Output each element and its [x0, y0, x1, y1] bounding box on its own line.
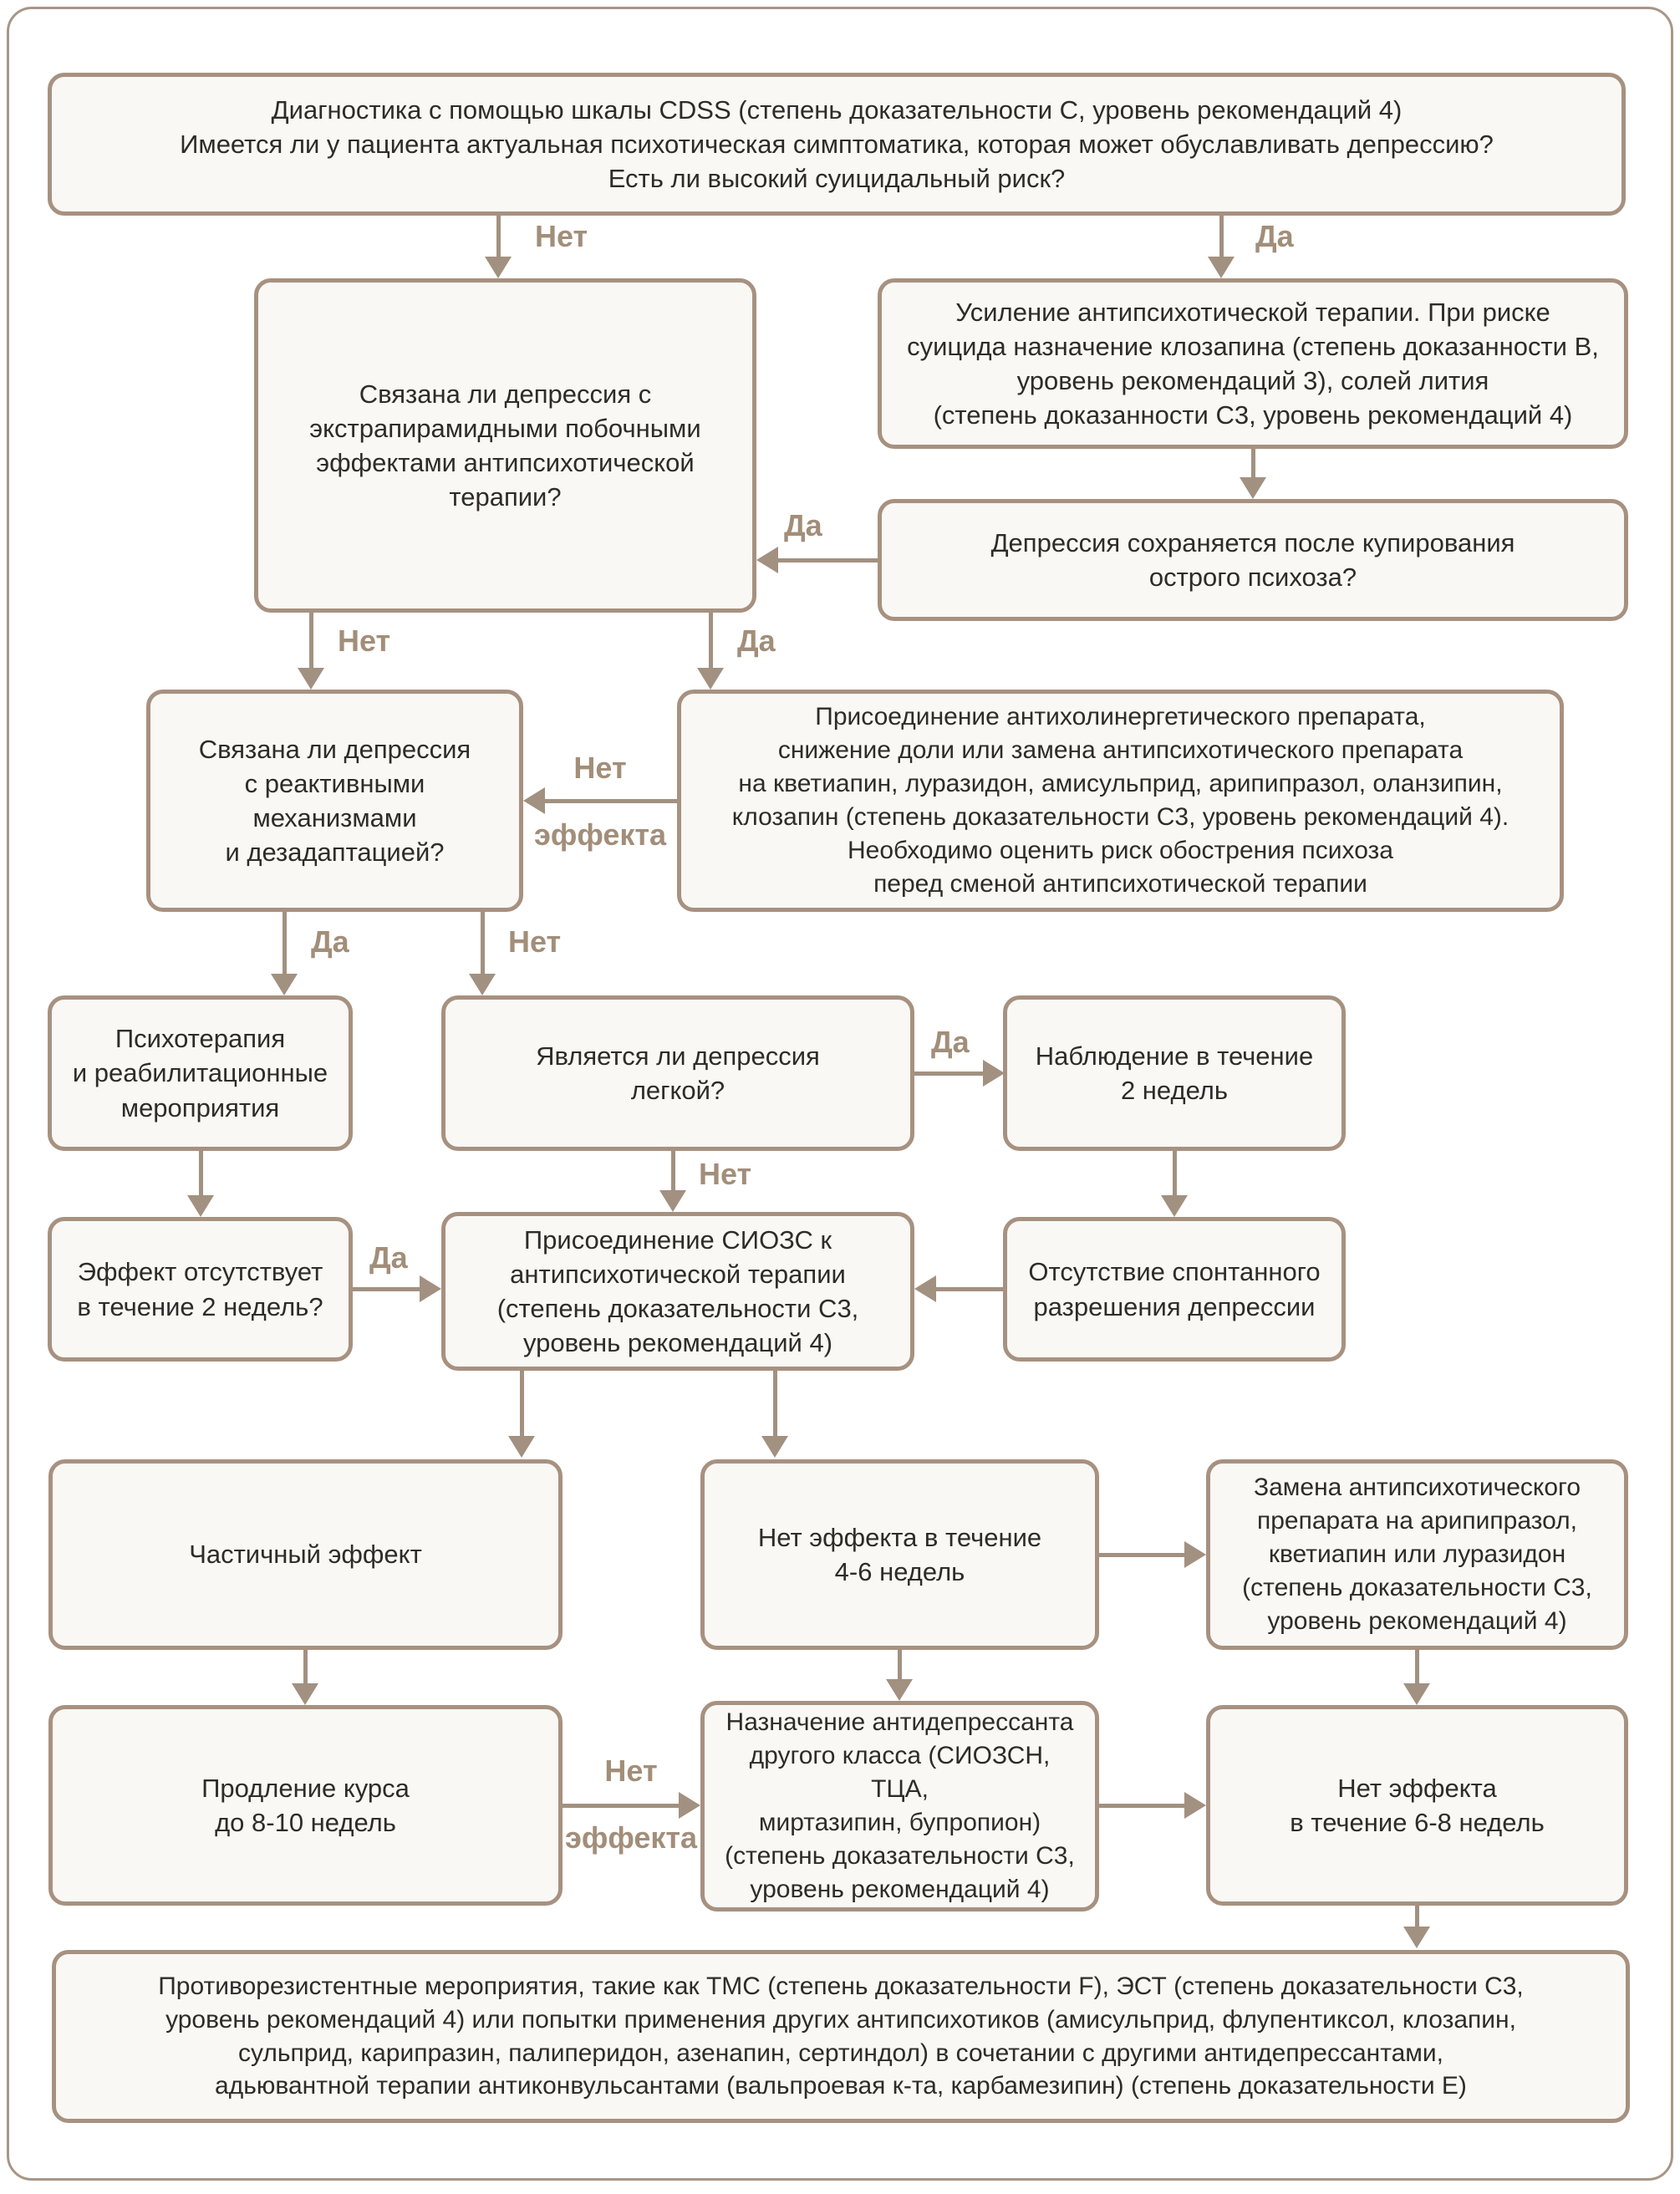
edge-reactive-psychotherapy-line: [283, 912, 287, 975]
edge-extend-otherclass-arrowhead: [679, 1792, 700, 1819]
edge-eps-anticholinergic-arrowhead: [697, 668, 724, 690]
edge-cdss-augment-label: Да: [1255, 219, 1294, 253]
edge-noeffect46-otherclass-line: [898, 1650, 902, 1683]
edge-eps-reactive-label: Нет: [338, 624, 391, 658]
node-reactive-question: Связана ли депрессия с реактивными механ…: [146, 690, 523, 912]
edge-partial-extend-line: [303, 1650, 308, 1685]
edge-augment-persist-line: [1251, 449, 1255, 482]
edge-noeffect2w-ssri-line: [353, 1287, 421, 1291]
edge-otherclass-noeffect68-arrowhead: [1184, 1792, 1206, 1819]
edge-nospontaneous-ssri-arrowhead: [914, 1275, 936, 1302]
edge-ssri-noeffect46-arrowhead: [761, 1436, 788, 1458]
node-eps-question: Связана ли депрессия с экстрапирамидными…: [254, 278, 756, 613]
edge-reactive-mild-line: [481, 912, 485, 975]
edge-cdss-eps-arrowhead: [485, 257, 512, 278]
node-no-effect-2w: Эффект отсутствует в течение 2 недель?: [48, 1217, 353, 1362]
edge-eps-reactive-line: [309, 613, 313, 671]
edge-eps-reactive-arrowhead: [298, 668, 324, 690]
edge-switch-noeffect68-arrowhead: [1403, 1683, 1430, 1705]
edge-noeffect46-switch-line: [1099, 1553, 1186, 1557]
edge-partial-extend-arrowhead: [292, 1683, 318, 1705]
node-other-class-antidepressant: Назначение антидепрессанта другого класс…: [700, 1701, 1099, 1911]
node-partial-effect: Частичный эффект: [48, 1459, 563, 1650]
node-mild-depression: Является ли депрессия легкой?: [441, 995, 914, 1151]
node-depression-persists: Депрессия сохраняется после купирования …: [878, 499, 1628, 621]
edge-cdss-eps-line: [496, 216, 501, 262]
edge-otherclass-noeffect68-line: [1099, 1804, 1186, 1808]
outer-frame: [7, 7, 1673, 2181]
edge-noeffect68-resistant-line: [1415, 1906, 1419, 1931]
edge-mild-ssri-arrowhead: [659, 1190, 686, 1212]
edge-persist-eps-arrowhead: [756, 547, 778, 573]
edge-augment-persist-arrowhead: [1240, 477, 1266, 499]
edge-extend-otherclass-line: [563, 1804, 680, 1808]
node-anticholinergic: Присоединение антихолинергетического пре…: [677, 690, 1564, 912]
edge-extend-otherclass-label-effect: эффекта: [564, 1820, 698, 1855]
node-switch-antipsychotic: Замена антипсихотического препарата на а…: [1206, 1459, 1628, 1650]
edge-observe-nospontaneous-line: [1173, 1151, 1177, 1197]
node-cdss-diagnostics: Диагностика с помощью шкалы CDSS (степен…: [48, 73, 1626, 216]
edge-persist-eps-label: Да: [784, 508, 822, 542]
edge-mild-ssri-label: Нет: [699, 1157, 752, 1191]
edge-noeffect2w-ssri-label: Да: [369, 1240, 408, 1275]
edge-eps-anticholinergic-label: Да: [737, 624, 776, 658]
edge-anticholinergic-reactive-label-no: Нет: [573, 751, 627, 785]
edge-cdss-eps-label: Нет: [535, 219, 588, 253]
node-resistant-measures: Противорезистентные мероприятия, такие к…: [52, 1950, 1630, 2123]
edge-extend-otherclass-label-no: Нет: [604, 1754, 658, 1788]
edge-mild-observe-line: [914, 1072, 985, 1076]
edge-reactive-mild-arrowhead: [469, 974, 496, 995]
edge-persist-eps-line: [776, 558, 878, 562]
edge-anticholinergic-reactive-line: [543, 799, 677, 803]
node-psychotherapy: Психотерапия и реабилитационные мероприя…: [48, 995, 353, 1151]
edge-mild-observe-arrowhead: [983, 1060, 1005, 1087]
edge-noeffect2w-ssri-arrowhead: [420, 1275, 441, 1302]
edge-mild-ssri-line: [671, 1151, 675, 1193]
node-augment-therapy: Усиление антипсихотической терапии. При …: [878, 278, 1628, 449]
node-observe-2w: Наблюдение в течение 2 недель: [1003, 995, 1346, 1151]
edge-eps-anticholinergic-line: [709, 613, 713, 671]
node-no-effect-4-6w: Нет эффекта в течение 4-6 недель: [700, 1459, 1099, 1650]
edge-anticholinergic-reactive-arrowhead: [523, 787, 545, 814]
edge-noeffect46-otherclass-arrowhead: [886, 1679, 913, 1701]
edge-observe-nospontaneous-arrowhead: [1161, 1195, 1188, 1217]
edge-cdss-augment-line: [1219, 216, 1224, 262]
edge-reactive-psychotherapy-arrowhead: [271, 974, 298, 995]
edge-psychotherapy-noeffect2w-line: [199, 1151, 203, 1197]
edge-cdss-augment-arrowhead: [1208, 257, 1235, 278]
edge-noeffect46-switch-arrowhead: [1184, 1541, 1206, 1568]
node-add-ssri: Присоединение СИОЗС к антипсихотической …: [441, 1212, 914, 1371]
edge-nospontaneous-ssri-line: [934, 1287, 1003, 1291]
edge-ssri-partial-arrowhead: [508, 1436, 535, 1458]
node-extend-course: Продление курса до 8-10 недель: [48, 1705, 563, 1906]
node-no-effect-6-8w: Нет эффекта в течение 6-8 недель: [1206, 1705, 1628, 1906]
edge-psychotherapy-noeffect2w-arrowhead: [187, 1195, 214, 1217]
edge-noeffect68-resistant-arrowhead: [1403, 1927, 1430, 1948]
node-no-spontaneous: Отсутствие спонтанного разрешения депрес…: [1003, 1217, 1346, 1362]
edge-anticholinergic-reactive-label-effect: эффекта: [533, 817, 667, 852]
edge-ssri-partial-line: [520, 1371, 524, 1438]
edge-ssri-noeffect46-line: [773, 1371, 777, 1438]
edge-mild-observe-label: Да: [931, 1025, 970, 1059]
edge-reactive-mild-label: Нет: [508, 924, 562, 959]
edge-reactive-psychotherapy-label: Да: [311, 924, 349, 959]
edge-switch-noeffect68-line: [1415, 1650, 1419, 1685]
